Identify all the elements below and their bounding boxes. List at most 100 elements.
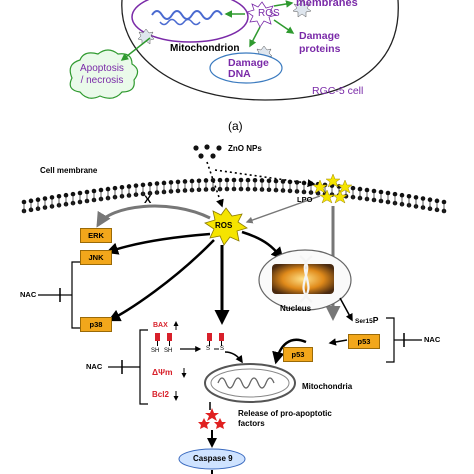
inhibition-x-mark: X (144, 194, 152, 206)
zno-particles (193, 144, 222, 159)
nac-label-mid: NAC (86, 362, 103, 371)
bax-dimer (207, 333, 224, 350)
lipid-head (84, 189, 90, 195)
panel-a-ros-label: ROS (258, 8, 280, 19)
lipid-head (119, 184, 125, 190)
lipid-head (63, 192, 69, 198)
lipid-head (175, 179, 181, 185)
lipid-head (245, 177, 251, 183)
jnk-box: JNK (80, 250, 112, 265)
lipid-head (434, 198, 440, 204)
cell-membrane-bilayer (21, 177, 447, 214)
nucleus-label: Nucleus (280, 304, 312, 313)
lipid-head (252, 177, 258, 183)
lipid-head (364, 187, 370, 193)
lipid-head (126, 184, 132, 189)
bcl2-label: Bcl2 (152, 390, 169, 399)
lipid-head (35, 197, 41, 203)
ser15-text: Ser15 (355, 318, 373, 325)
lipid-head (28, 198, 34, 204)
lipid-head (392, 191, 398, 197)
caspase-9-label: Caspase 9 (193, 454, 233, 463)
lipid-head (189, 178, 195, 184)
lipid-head (357, 186, 363, 192)
p38-box: p38 (80, 317, 112, 332)
lipid-head (385, 190, 391, 196)
lipid-head (49, 195, 55, 200)
lipid-head (91, 188, 97, 194)
s-label-2: S (220, 346, 225, 352)
lipid-head (70, 191, 76, 197)
apoptosis-cloud (69, 49, 139, 99)
caspase-9-shape (178, 448, 246, 470)
lpo-stars (312, 173, 353, 204)
rgc5-cell-label: RGC-5 cell (312, 85, 364, 97)
lipid-head (406, 194, 412, 199)
lipid-head (42, 196, 48, 201)
release-label: Release of pro-apoptotic factors (238, 409, 332, 428)
psi-m-label: ΔΨm (152, 367, 173, 377)
nac-label-left: NAC (20, 290, 37, 299)
mitochondria-label: Mitochondria (302, 382, 353, 391)
p53-box: p53 (283, 347, 313, 362)
damage-proteins-label: Damage proteins (299, 30, 341, 55)
lipid-head (427, 197, 433, 203)
lipid-head (231, 177, 237, 183)
lipid-head (182, 179, 188, 184)
sh-label-2: SH (164, 348, 173, 354)
lipid-head (140, 182, 146, 188)
small-star-1 (292, 0, 312, 18)
ros-label: ROS (215, 221, 233, 230)
zno-nps-label: ZnO NPs (228, 144, 262, 153)
lipid-head (301, 180, 307, 186)
panel-a-caption: (a) (228, 119, 243, 133)
p53-box-phospho: p53 (348, 334, 380, 349)
nac-label-right: NAC (424, 335, 441, 344)
panel-a (69, 0, 399, 101)
cell-membrane-label: Cell membrane (40, 166, 98, 175)
release-stars (198, 408, 226, 429)
lipid-head (147, 181, 153, 187)
lipid-head (259, 178, 265, 183)
lipid-head (56, 194, 62, 199)
lpo-label: LPO (297, 195, 313, 204)
damage-dna-label: Damage DNA (228, 57, 269, 80)
lipid-head (413, 195, 419, 200)
dna-helix (299, 255, 313, 303)
lipid-head (112, 185, 118, 191)
panel-b (21, 144, 447, 474)
lipid-head (217, 177, 223, 183)
ros-star-b (204, 207, 248, 246)
erk-box: ERK (80, 228, 112, 243)
sh-label-1: SH (151, 348, 160, 354)
phospho-p: P (372, 315, 379, 325)
lipid-head (77, 190, 83, 196)
lipid-head (196, 178, 202, 184)
apoptosis-label: Apoptosis / necrosis (80, 63, 124, 86)
s-label-1: S (206, 346, 211, 352)
lipid-head (238, 177, 244, 183)
lipid-head (161, 180, 167, 186)
lipid-head (350, 185, 356, 191)
bax-label: BAX (153, 322, 168, 329)
nucleus-image (272, 264, 334, 294)
mitochondrion-label: Mitochondrion (170, 43, 240, 54)
lipid-head (154, 181, 160, 186)
dna-ellipse (209, 52, 283, 84)
lipid-head (203, 178, 209, 183)
lipid-head (371, 188, 377, 194)
lipid-head (224, 177, 230, 183)
mitochondria-cristae (217, 377, 275, 389)
bax-monomers (155, 333, 172, 346)
lipid-head (280, 179, 286, 184)
lipid-head (378, 189, 384, 195)
lipid-head (273, 178, 279, 184)
ser15-label: Ser15P (355, 316, 378, 326)
lipid-head (441, 199, 447, 205)
lipid-head (98, 187, 104, 193)
cell-outline (121, 0, 399, 101)
lipid-head (399, 192, 405, 198)
lipid-head (21, 199, 27, 205)
lipid-head (105, 186, 111, 192)
